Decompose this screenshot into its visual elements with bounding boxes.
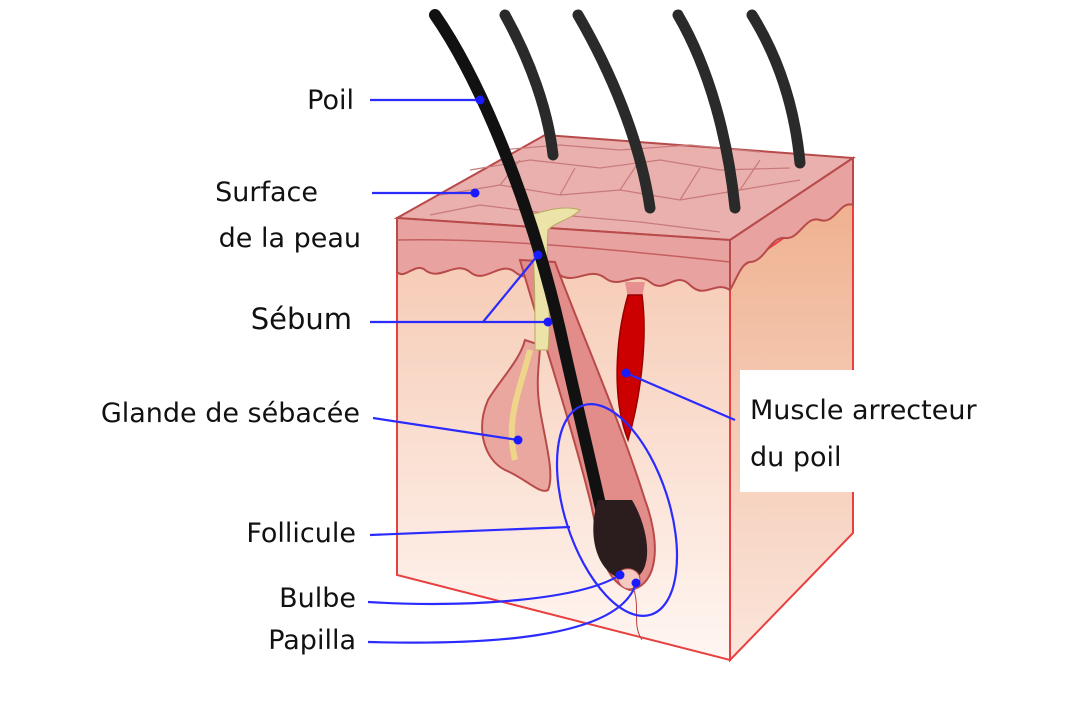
label-poil: Poil [307,85,354,116]
muscle-label-box [740,370,1002,492]
label-muscle-line2: du poil [750,442,842,473]
label-surface-line2: de la peau [218,223,361,254]
arrector-muscle [616,294,645,443]
label-papilla: Papilla [268,625,356,656]
label-glande: Glande de sébacée [100,398,360,429]
sebaceous-gland [481,338,552,492]
leader-lines [367,98,736,644]
hair-shafts [499,9,806,214]
epidermis-side [729,156,854,294]
label-surface-line1: Surface [215,177,318,208]
label-bulbe: Bulbe [279,583,356,614]
main-hair [429,9,618,566]
label-sebum: Sébum [250,302,352,336]
leader-dots [470,95,641,588]
label-muscle-line1: Muscle arrecteur [750,395,977,426]
label-follicule: Follicule [246,518,356,549]
